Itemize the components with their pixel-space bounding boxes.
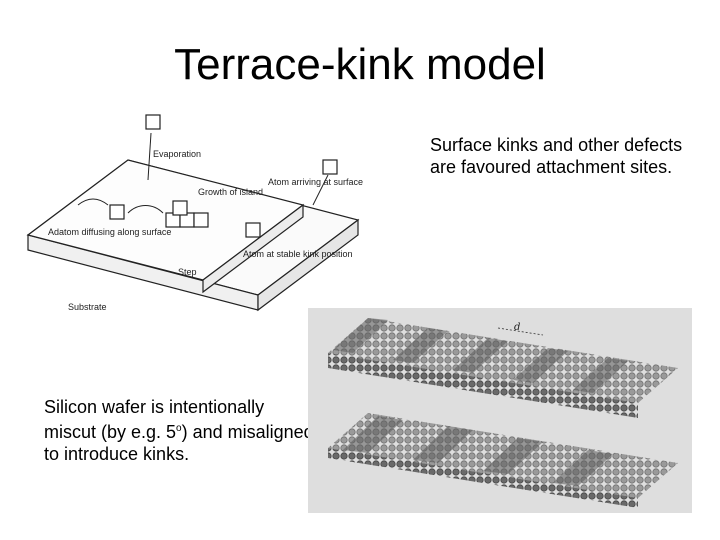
island-cubes (165, 200, 209, 228)
miscut-wafer-image: d (308, 308, 692, 513)
diffusion-arrow (127, 205, 164, 214)
kinks-note: Surface kinks and other defects are favo… (430, 135, 683, 177)
label-d: d (514, 322, 520, 333)
lower-slab-side (328, 448, 638, 508)
arriving-cube (322, 159, 338, 175)
terrace-kink-diagram: Evaporation Growth of island Adatom diff… (26, 114, 363, 312)
substrate-side (257, 218, 359, 312)
adatom-cube (109, 204, 125, 220)
label-substrate: Substrate (68, 302, 107, 312)
label-atom-arriving: Atom arriving at surface (268, 177, 363, 187)
label-growth-of-island: Growth of island (198, 187, 263, 197)
step-face (202, 203, 304, 294)
degree-superscript: o (176, 423, 182, 434)
miscut-note-text-2: ) and misaligned to introduce kinks. (44, 422, 314, 464)
adatom-arrow (77, 198, 109, 206)
label-evaporation: Evaporation (153, 149, 201, 159)
upper-slab-side (328, 353, 638, 418)
slide-title: Terrace-kink model (174, 40, 546, 89)
miscut-note-text-1: Silicon wafer is intentionally miscut (b… (44, 397, 265, 442)
label-step: Step (178, 267, 197, 277)
arrival-arrow (312, 174, 329, 206)
evaporation-arrow (147, 132, 152, 181)
label-adatom-diffusing: Adatom diffusing along surface (48, 227, 171, 237)
evaporating-cube (145, 114, 161, 130)
kink-cube (245, 222, 261, 238)
label-atom-at-kink: Atom at stable kink position (243, 249, 353, 259)
miscut-note: Silicon wafer is intentionally miscut (b… (44, 396, 314, 465)
